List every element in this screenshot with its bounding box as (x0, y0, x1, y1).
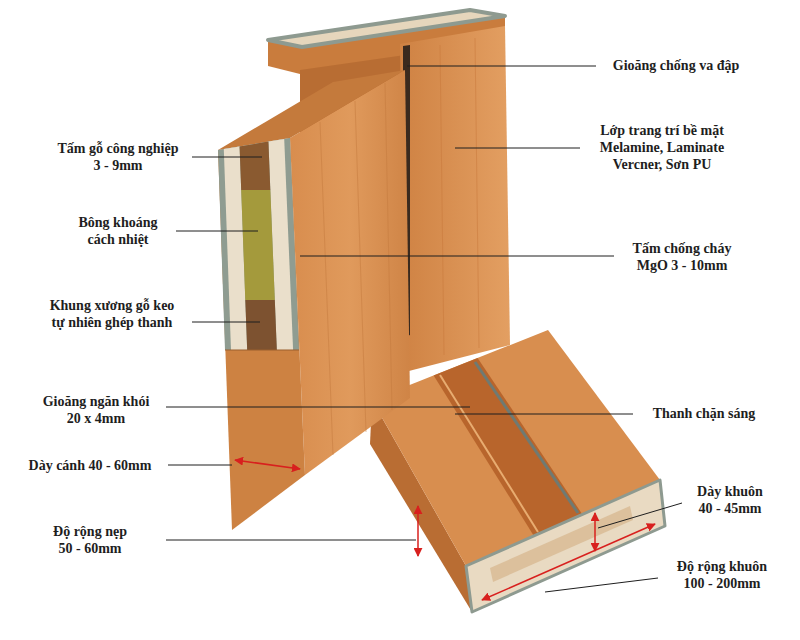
dimension-arrow (594, 513, 596, 551)
dimension-arrow (417, 506, 419, 556)
leader-line (168, 465, 232, 466)
leader-line (407, 66, 596, 67)
leader-line (598, 503, 682, 528)
wood-grain (475, 38, 479, 348)
callout-label: Tấm chống cháy MgO 3 - 10mm (631, 240, 734, 274)
callout-label: Gioăng ngăn khói 20 x 4mm (41, 393, 152, 427)
leader-line (455, 414, 633, 415)
callout-label: Độ rộng khuôn 100 - 200mm (675, 558, 770, 592)
callout-label: Bông khoáng cách nhiệt (77, 214, 160, 248)
light-stop-edge (440, 375, 538, 532)
mineral-wool (241, 190, 275, 300)
wood-grain (320, 122, 333, 455)
callout-label: Độ rộng nẹp 50 - 60mm (51, 523, 129, 557)
leader-line (176, 231, 258, 232)
mgo-board (218, 138, 299, 350)
callout-label: Khung xương gỗ keo tự nhiên ghép thanh (48, 297, 177, 331)
wood-grain (355, 101, 366, 432)
leader-line (166, 540, 416, 541)
light-stop (434, 358, 583, 536)
leader-line (455, 148, 580, 149)
leader-line (192, 322, 260, 323)
callout-label: Lớp trang trí bề mặt Melamine, Laminate … (598, 122, 727, 173)
leaf-top (218, 70, 405, 150)
leader-line (545, 578, 658, 592)
leader-line (166, 407, 470, 408)
callout-label: Thanh chặn sáng (651, 405, 758, 422)
callout-label: Dày khuôn 40 - 45mm (695, 483, 765, 517)
section-edge (225, 350, 299, 351)
frame-bottom-section (466, 480, 665, 612)
callout-label: Tấm gỗ công nghiệp 3 - 9mm (56, 140, 181, 174)
frame-core (490, 506, 633, 582)
dimension-arrow (235, 460, 300, 469)
leaf-edge (218, 138, 305, 530)
wood-frame-block (240, 142, 271, 190)
callout-label: Dày cánh 40 - 60mm (27, 457, 154, 474)
light-stop-gasket (475, 362, 578, 513)
wood-grain (385, 83, 392, 410)
wood-frame-block (245, 300, 276, 350)
leader-line (192, 157, 262, 158)
leader-line (300, 256, 614, 257)
callout-label: Gioăng chống va đập (611, 57, 742, 74)
leaf-front (290, 70, 410, 475)
frame-jamb (400, 26, 510, 372)
wood-grain (440, 45, 444, 355)
